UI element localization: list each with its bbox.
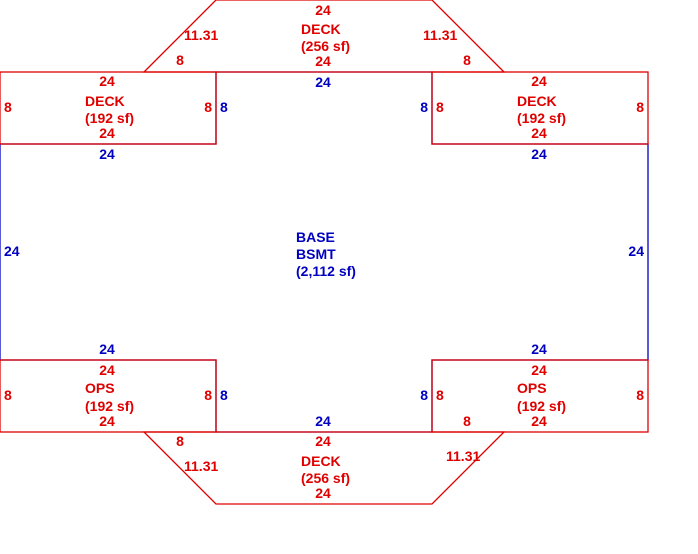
base-name-line2: BSMT [296, 246, 336, 262]
deck-top-leg-right: 8 [463, 52, 471, 68]
base-dim-right: 24 [628, 243, 644, 259]
base-dim-lower-right-ledge: 24 [531, 341, 547, 357]
deck-bottom-diag-left: 11.31 [184, 458, 218, 474]
deck-top-leg-left: 8 [176, 52, 184, 68]
base-dim-upper-right-ledge: 24 [531, 146, 547, 162]
base-name-line1: BASE [296, 229, 335, 245]
deck-top-diag-left: 11.31 [184, 27, 218, 43]
deck-bottom-leg-right: 8 [463, 413, 471, 429]
base-dim-left: 24 [4, 243, 20, 259]
deck-right-dim-right: 8 [636, 99, 644, 115]
deck-right-dim-left: 8 [436, 99, 444, 115]
deck-right-name: DECK [517, 93, 557, 109]
ops-right-name: OPS [517, 380, 547, 396]
ops-left-name: OPS [85, 380, 115, 396]
deck-left-outline [0, 71, 217, 145]
base-dim-notch-tl: 8 [220, 99, 228, 115]
ops-right-dim-top: 24 [531, 362, 547, 378]
base-dim-notch-br: 8 [420, 387, 428, 403]
deck-top-diag-right: 11.31 [423, 27, 457, 43]
base-dim-upper-left-ledge: 24 [99, 146, 115, 162]
ops-right-dim-left: 8 [436, 387, 444, 403]
base-dim-notch-bl: 8 [220, 387, 228, 403]
ops-right-dim-bottom: 24 [531, 413, 547, 429]
base-dim-bottom: 24 [315, 413, 331, 429]
ops-left-dim-top: 24 [99, 362, 115, 378]
deck-bottom-outline [142, 431, 506, 505]
deck-right-dim-bottom: 24 [531, 125, 547, 141]
ops-left-dim-left: 8 [4, 387, 12, 403]
deck-left-dim-top: 24 [99, 73, 115, 89]
base-dim-lower-left-ledge: 24 [99, 341, 115, 357]
ops-right-outline [431, 359, 649, 433]
ops-right-area: (192 sf) [517, 398, 566, 414]
deck-bottom-dim-top: 24 [315, 433, 331, 449]
deck-bottom-area: (256 sf) [301, 470, 350, 486]
deck-left-dim-bottom: 24 [99, 125, 115, 141]
deck-right-dim-top: 24 [531, 73, 547, 89]
base-dim-top: 24 [315, 74, 331, 90]
ops-left-outline [0, 359, 217, 433]
deck-top-dim-top: 24 [315, 2, 331, 18]
deck-bottom-leg-left: 8 [176, 433, 184, 449]
deck-right-outline [431, 71, 649, 145]
ops-left-area: (192 sf) [85, 398, 134, 414]
deck-bottom-name: DECK [301, 453, 341, 469]
deck-right-area: (192 sf) [517, 110, 566, 126]
deck-bottom-diag-right: 11.31 [446, 448, 480, 464]
deck-left-dim-left: 8 [4, 99, 12, 115]
deck-left-area: (192 sf) [85, 110, 134, 126]
deck-top-name: DECK [301, 21, 341, 37]
base-dim-notch-tr: 8 [420, 99, 428, 115]
ops-left-dim-right: 8 [204, 387, 212, 403]
deck-top-area: (256 sf) [301, 38, 350, 54]
ops-right-dim-right: 8 [636, 387, 644, 403]
deck-top-dim-bottom: 24 [315, 53, 331, 69]
deck-left-name: DECK [85, 93, 125, 109]
ops-left-dim-bottom: 24 [99, 413, 115, 429]
deck-bottom-dim-bottom: 24 [315, 485, 331, 501]
base-area: (2,112 sf) [296, 263, 356, 279]
deck-left-dim-right: 8 [204, 99, 212, 115]
